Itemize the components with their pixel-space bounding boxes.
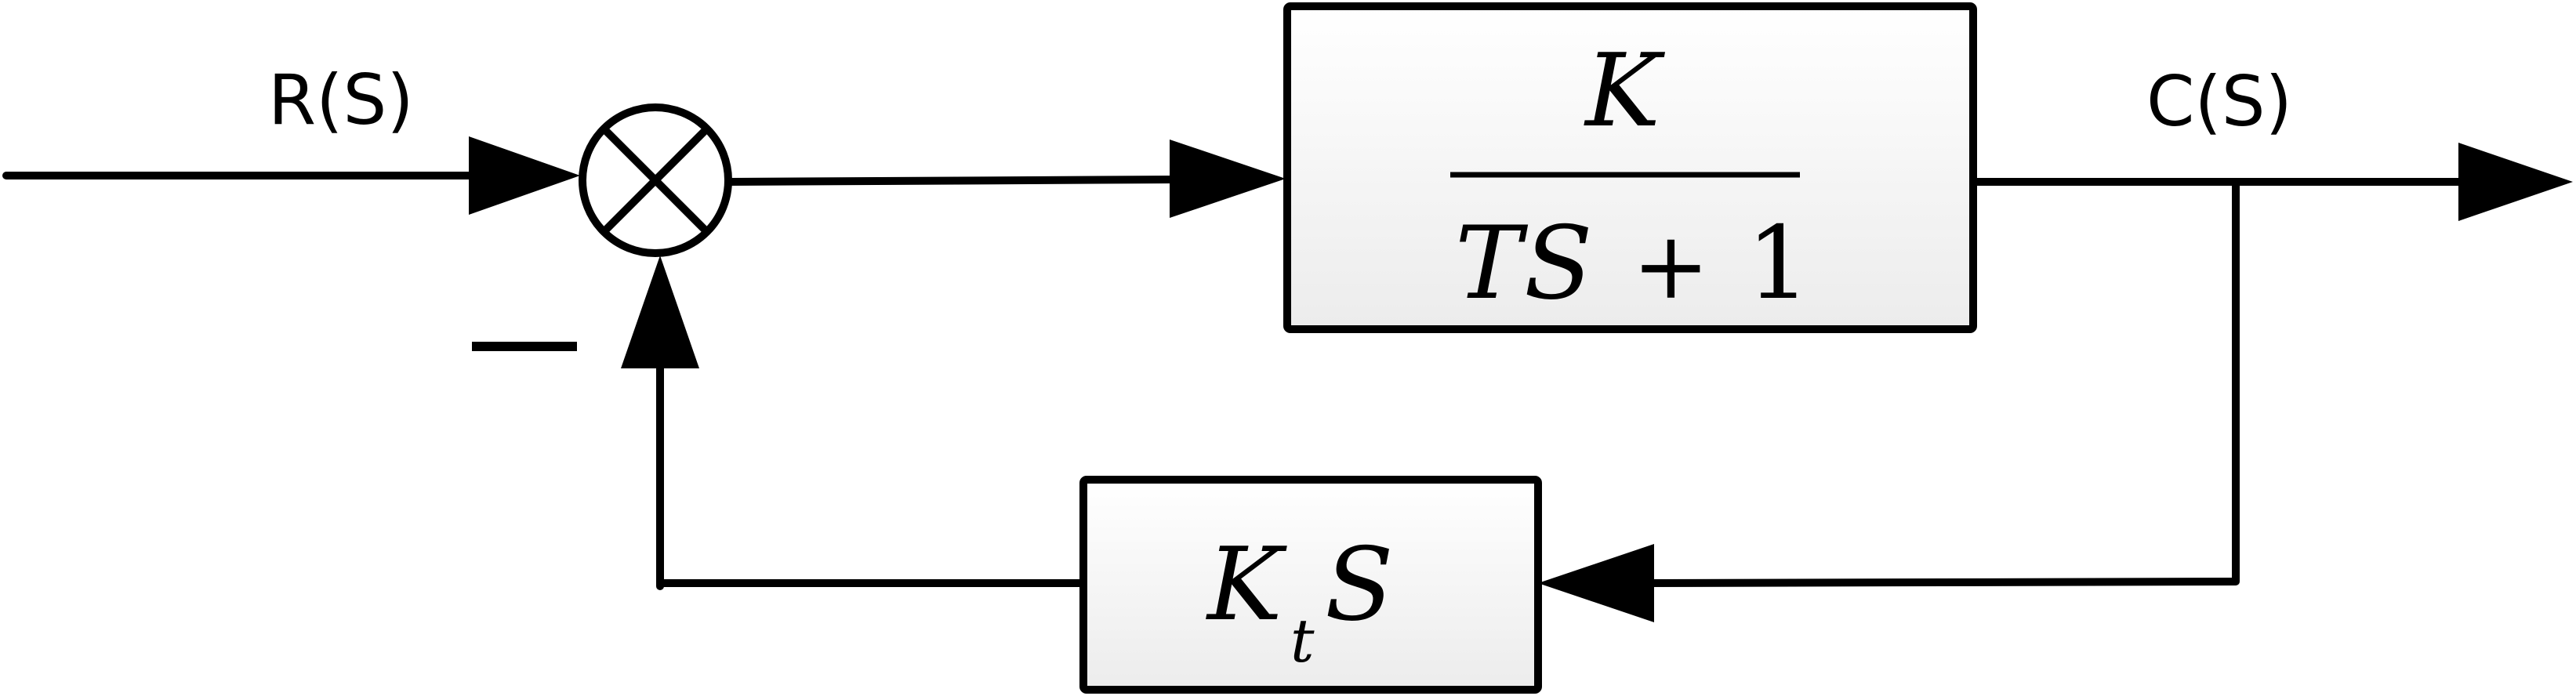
- feedback-arrowhead: [621, 256, 699, 368]
- output-signal-label: C(S): [2146, 61, 2292, 142]
- feedback-S: S: [1325, 527, 1394, 643]
- feedback-return-line: [1645, 578, 2237, 587]
- feedback-subscript-t: t: [1290, 606, 1315, 676]
- forward-denominator-one: 1: [1747, 205, 1810, 322]
- forward-denominator-S: S: [1524, 205, 1593, 322]
- feedback-block-input-arrowhead: [1538, 544, 1654, 622]
- output-arrowhead: [2458, 143, 2573, 221]
- forward-transfer-block: K T S + 1: [1283, 2, 1977, 333]
- input-signal-label: R(S): [268, 60, 414, 140]
- forward-numerator: K: [1584, 33, 1665, 150]
- forward-denominator-T: T: [1455, 205, 1529, 322]
- forward-input-arrowhead: [1170, 140, 1286, 218]
- summing-junction: [579, 103, 732, 257]
- feedback-K: K: [1206, 527, 1287, 643]
- feedback-transfer-block: K t S: [1079, 476, 1542, 694]
- error-signal-line: [727, 176, 1177, 186]
- forward-denominator-plus: +: [1632, 212, 1710, 320]
- input-arrowhead: [469, 136, 580, 215]
